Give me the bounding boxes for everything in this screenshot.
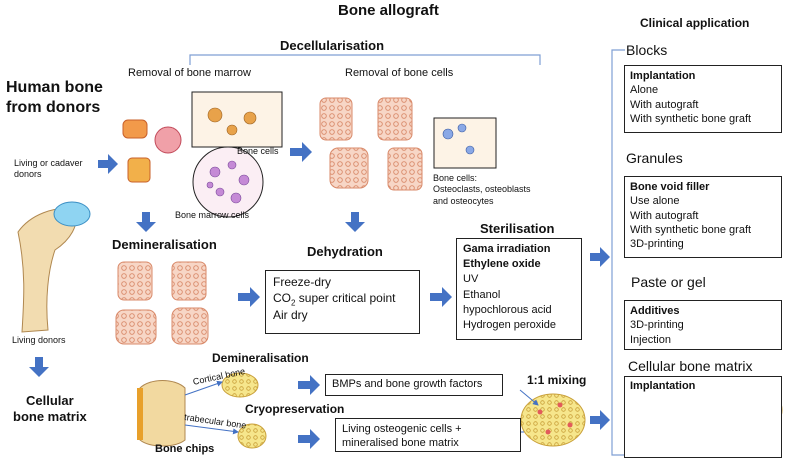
- mixing-label: 1:1 mixing: [527, 373, 587, 387]
- bone-marrow-cells-inset: [192, 146, 264, 218]
- femur-illustration: [17, 201, 91, 333]
- cellular-bone-matrix-heading: Cellular bone matrix: [13, 393, 87, 426]
- bone-cells-note-line3: and osteocytes: [433, 195, 494, 206]
- bmp-box-text: BMPs and bone growth factors: [332, 378, 483, 390]
- marrow-removal-label: Removal of bone marrow: [128, 67, 251, 79]
- paste-box-title: Additives: [630, 305, 680, 317]
- living-donors-label: Living donors: [12, 335, 66, 345]
- paste-title: Paste or gel: [631, 274, 706, 290]
- blocks-box: Implantation Alone With autograft With s…: [624, 65, 782, 133]
- granules-item-3: With synthetic bone graft: [630, 223, 752, 236]
- paste-box: Additives 3D-printing Injection: [624, 300, 782, 350]
- bone-cells-label: Bone cells: [237, 146, 279, 156]
- cryopreservation-heading: Cryopreservation: [245, 402, 345, 416]
- blocks-title: Blocks: [626, 42, 668, 58]
- demineralised-bone-samples: [115, 261, 209, 345]
- bone-chips-label: Bone chips: [155, 443, 215, 455]
- arrow-marrow-to-cells: [290, 142, 312, 162]
- arrow-to-cellular-matrix: [29, 357, 49, 377]
- clinical-heading: Clinical application: [640, 16, 750, 30]
- dehydration-method-3: Air dry: [273, 308, 308, 323]
- arrow-to-dehydration-box: [238, 287, 260, 307]
- chips-demineralisation-heading: Demineralisation: [212, 351, 309, 365]
- bone-cells-note-line2: Osteoclasts, osteoblasts: [433, 184, 531, 195]
- decellularised-bone-samples: [319, 97, 423, 191]
- blocks-item-3: With synthetic bone graft: [630, 112, 752, 125]
- blocks-item-1: Alone: [630, 84, 659, 97]
- bone-cells-note-line1: Bone cells:: [433, 173, 478, 183]
- sterilisation-methods-box: Gama irradiation Ethylene oxide UV Ethan…: [456, 238, 582, 340]
- arrow-to-clinical: [590, 247, 610, 267]
- bmp-box: BMPs and bone growth factors: [325, 374, 503, 396]
- granules-box-title: Bone void filler: [630, 181, 710, 193]
- cellular-heading-line1: Cellular: [26, 393, 74, 408]
- paste-item-1: 3D-printing: [630, 319, 684, 332]
- marrow-cells-label: Bone marrow cells: [175, 210, 250, 220]
- blocks-item-2: With autograft: [630, 98, 699, 111]
- sterilisation-method-ethylene: Ethylene oxide: [463, 258, 541, 271]
- sterilisation-method-uv: UV: [463, 273, 479, 286]
- arrow-to-demineralisation: [136, 212, 156, 232]
- cellular-matrix-box-title: Implantation: [630, 380, 696, 392]
- trabecular-chips: [237, 423, 267, 449]
- osteogenic-cells-line2: mineralised bone matrix: [342, 437, 459, 450]
- granules-box: Bone void filler Use alone With autograf…: [624, 176, 782, 258]
- cellular-matrix-box: Implantation: [624, 376, 782, 458]
- sterilisation-method-hypochlorous: hypochlorous acid: [463, 303, 552, 316]
- human-bone-heading-line1: Human bone: [6, 79, 103, 96]
- osteogenic-cells-line1: Living osteogenic cells +: [342, 423, 462, 435]
- dehydration-methods-box: Freeze-dry CO2 super critical point Air …: [265, 270, 420, 334]
- demineralisation-heading: Demineralisation: [112, 237, 217, 252]
- arrow-to-cells-box: [298, 429, 320, 449]
- dehydration-heading: Dehydration: [307, 244, 383, 259]
- blocks-box-title: Implantation: [630, 70, 696, 82]
- cellular-heading-line2: bone matrix: [13, 409, 87, 425]
- human-bone-heading-line2: from donors: [6, 99, 101, 116]
- clinical-bracket: [611, 49, 625, 456]
- decellularisation-heading: Decellularisation: [280, 38, 385, 53]
- granules-item-4: 3D-printing: [630, 238, 684, 251]
- arrow-to-sterilisation: [430, 287, 452, 307]
- arrow-donors-to-marrow: [98, 154, 118, 174]
- arrow-to-bmp: [298, 375, 320, 395]
- arrow-to-dehydration: [345, 212, 365, 232]
- granules-item-2: With autograft: [630, 209, 699, 222]
- paste-item-2: Injection: [630, 333, 671, 346]
- granules-title: Granules: [626, 150, 683, 166]
- sterilisation-method-ethanol: Ethanol: [463, 288, 501, 301]
- bone-blocks-input: [122, 119, 182, 183]
- human-bone-heading: Human bone from donors: [6, 78, 103, 118]
- bone-cells-inset: [191, 91, 283, 148]
- decellularisation-bracket: [189, 54, 541, 65]
- diagram-title: Bone allograft: [338, 2, 439, 19]
- bone-cells-note: Bone cells: Osteoclasts, osteoblasts and…: [433, 173, 531, 207]
- process-arrows: [29, 142, 610, 449]
- living-cadaver-label: Living or cadaver donors: [14, 158, 83, 179]
- cell-removal-label: Removal of bone cells: [345, 67, 454, 79]
- osteogenic-cells-box: Living osteogenic cells + mineralised bo…: [335, 418, 521, 452]
- sterilisation-method-gamma: Gama irradiation: [463, 243, 551, 255]
- dehydration-method-1: Freeze-dry: [273, 275, 332, 289]
- arrow-mixing-to-clinical: [590, 410, 610, 430]
- sterilisation-method-peroxide: Hydrogen peroxide: [463, 318, 556, 331]
- granules-item-1: Use alone: [630, 195, 680, 208]
- sterilisation-heading: Sterilisation: [480, 221, 555, 236]
- cellular-matrix-title: Cellular bone matrix: [628, 358, 753, 374]
- dehydration-method-2: CO2 super critical point: [273, 290, 396, 307]
- bone-chips-illustration: [137, 380, 186, 447]
- mixing-sample: [520, 393, 586, 447]
